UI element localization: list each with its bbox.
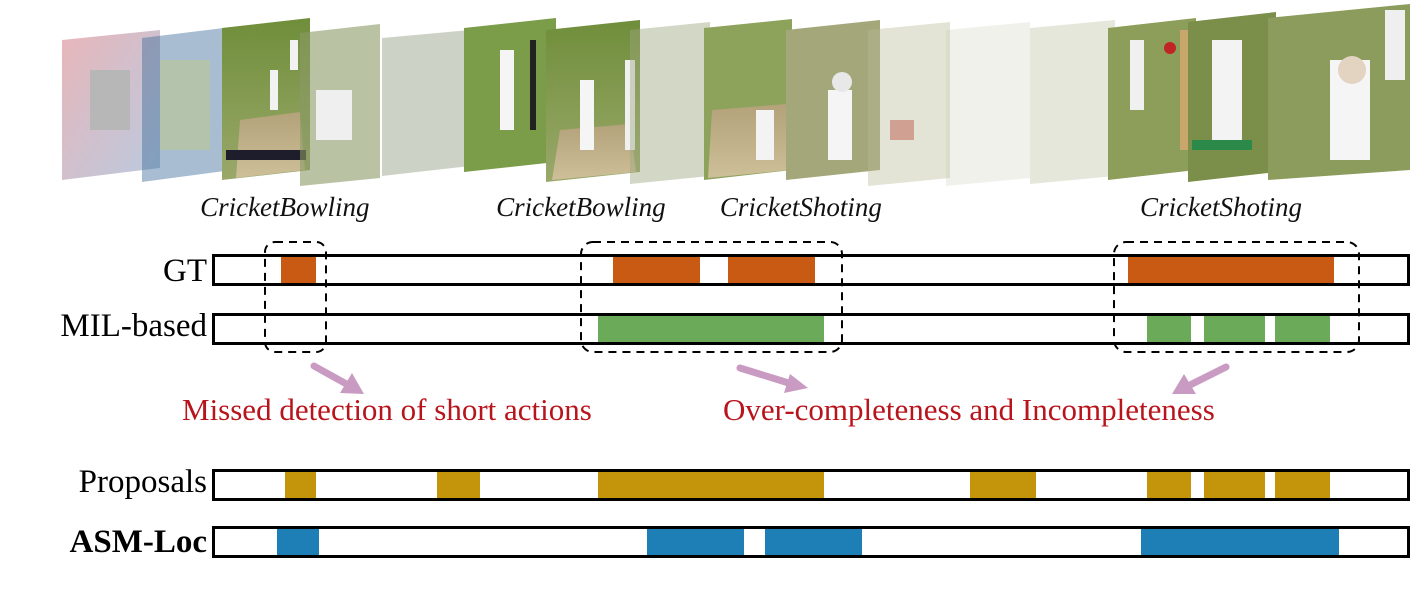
- frame-faded-8: [1030, 20, 1115, 184]
- frame-faded-2: [142, 27, 232, 182]
- highlight-box-short-action: [264, 241, 327, 353]
- annotation-missed-detection: Missed detection of short actions: [182, 392, 592, 427]
- segment-mil-based-2: [1204, 316, 1266, 342]
- segment-gt-3: [1128, 257, 1335, 283]
- frame-faded-5: [630, 22, 710, 184]
- track-gt: [212, 254, 1410, 286]
- segment-gt-0: [280, 257, 317, 283]
- frame-bowling-1: [222, 18, 310, 180]
- segment-asm-loc-1: [646, 529, 745, 555]
- segment-proposals-0: [285, 472, 317, 498]
- frame-shoting-1: [704, 19, 792, 180]
- row-label-gt: GT: [163, 253, 207, 289]
- highlight-box-incompleteness: [1113, 241, 1360, 353]
- segment-gt-2: [727, 257, 815, 283]
- highlight-box-over-completeness: [580, 241, 843, 353]
- segment-proposals-1: [436, 472, 480, 498]
- segment-asm-loc-3: [1141, 529, 1340, 555]
- track-mil-based: [212, 313, 1410, 345]
- frame-bowling-2: [464, 18, 556, 172]
- action-label-1: CricketBowling: [496, 192, 666, 222]
- frame-faded-7: [946, 22, 1030, 186]
- arrow-icon: [310, 362, 364, 394]
- video-frame-strip: [62, 4, 1410, 186]
- row-label-mil-based: MIL-based: [60, 308, 207, 344]
- action-label-2: CricketShoting: [719, 192, 882, 222]
- frame-faded-1: [62, 30, 160, 180]
- segment-mil-based-0: [597, 316, 825, 342]
- frame-faded-4: [382, 30, 470, 176]
- segment-asm-loc-0: [276, 529, 319, 555]
- row-label-asm-loc: ASM-Loc: [69, 524, 207, 560]
- frame-shoting-2: [786, 20, 914, 180]
- frame-faded-6: [868, 22, 950, 186]
- segment-proposals-3: [969, 472, 1037, 498]
- segment-proposals-2: [597, 472, 825, 498]
- arrow-icon: [736, 364, 808, 393]
- frame-faded-3: [300, 24, 380, 186]
- segment-proposals-5: [1204, 472, 1266, 498]
- track-asm-loc: [212, 526, 1410, 558]
- action-label-3: CricketShoting: [1140, 192, 1303, 222]
- row-label-proposals: Proposals: [78, 464, 207, 500]
- frame-shoting-3: [1108, 18, 1196, 180]
- segment-mil-based-1: [1147, 316, 1192, 342]
- segment-proposals-6: [1274, 472, 1330, 498]
- frame-shoting-5: [1268, 4, 1410, 180]
- action-label-0: CricketBowling: [200, 192, 370, 222]
- frame-bowling-3: [546, 20, 640, 182]
- segment-mil-based-3: [1274, 316, 1330, 342]
- segment-asm-loc-2: [764, 529, 863, 555]
- segment-proposals-4: [1147, 472, 1192, 498]
- frame-shoting-4: [1188, 12, 1276, 182]
- arrow-icon: [1172, 363, 1230, 394]
- segment-gt-1: [613, 257, 701, 283]
- track-proposals: [212, 469, 1410, 501]
- annotation-over-incompleteness: Over-completeness and Incompleteness: [723, 392, 1215, 427]
